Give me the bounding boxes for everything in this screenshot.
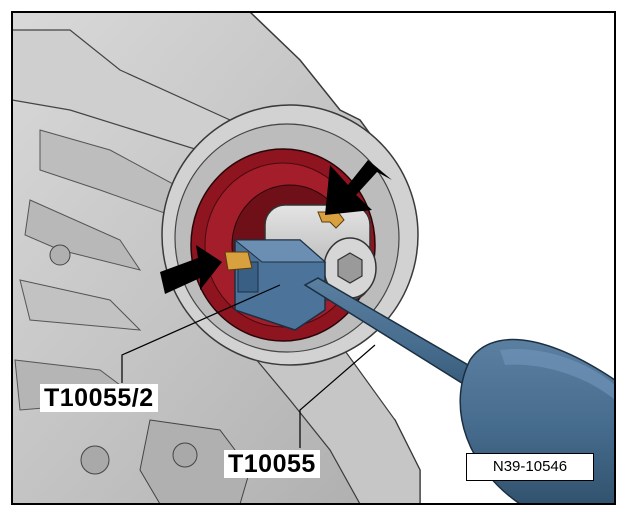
- label-t10055-2: T10055/2: [40, 384, 158, 412]
- figure-code: N39-10546: [466, 453, 594, 481]
- label-t10055: T10055: [224, 450, 320, 478]
- figure-frame: [11, 11, 616, 505]
- leader-lines: [121, 284, 376, 448]
- arrow-upper-icon: [325, 160, 392, 215]
- arrow-lower-icon: [160, 245, 222, 294]
